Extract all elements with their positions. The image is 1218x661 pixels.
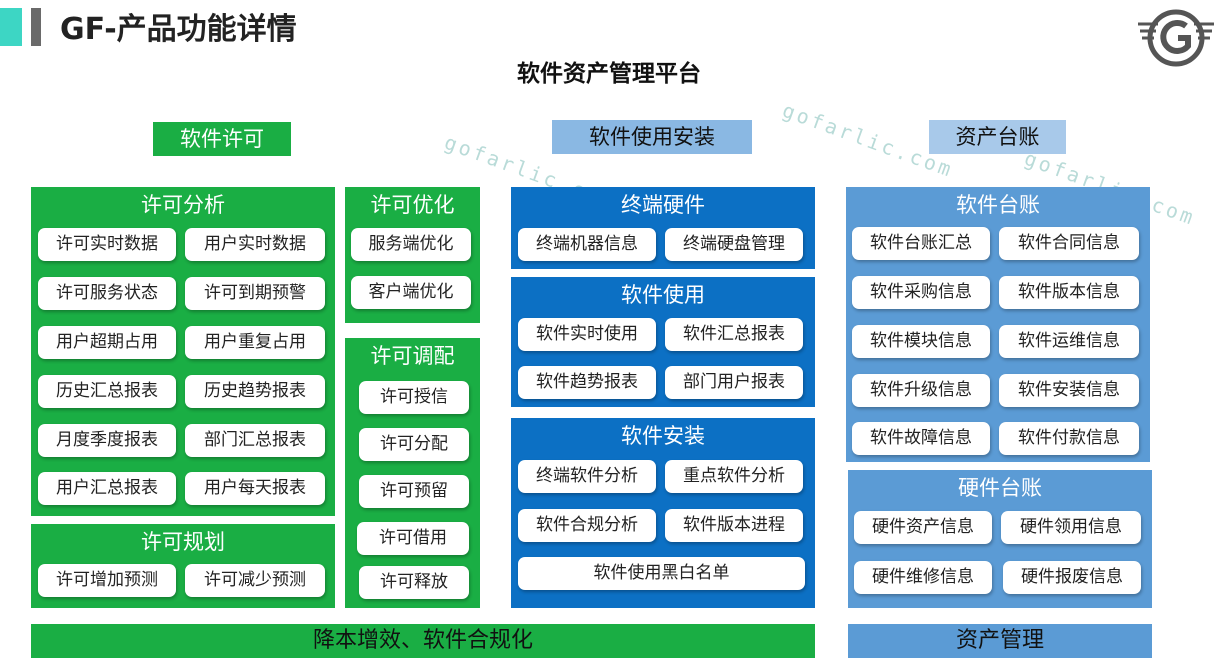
feature-item: 软件版本进程: [665, 509, 803, 542]
feature-item: 用户每天报表: [185, 472, 325, 505]
feature-item: 用户重复占用: [185, 326, 325, 359]
panel-title: 软件安装: [621, 424, 705, 448]
panel-title: 软件台账: [956, 193, 1040, 217]
column-header-license: 软件许可: [153, 122, 291, 156]
column-header-label: 资产台账: [955, 125, 1040, 149]
feature-item: 终端硬盘管理: [665, 228, 803, 261]
bottom-bar-cost-compliance: 降本增效、软件合规化: [31, 624, 815, 658]
panel-software-usage: 软件使用 软件实时使用 软件汇总报表 软件趋势报表 部门用户报表: [511, 277, 815, 407]
feature-item: 月度季度报表: [38, 424, 176, 457]
panel-software-ledger: 软件台账 软件台账汇总 软件合同信息 软件采购信息 软件版本信息 软件模块信息 …: [846, 187, 1150, 462]
panel-title: 硬件台账: [958, 476, 1042, 500]
feature-item: 软件合规分析: [518, 509, 656, 542]
feature-item: 软件模块信息: [852, 325, 990, 358]
feature-item: 许可预留: [359, 475, 469, 508]
panel-title: 许可规划: [141, 530, 225, 554]
feature-item: 软件付款信息: [999, 422, 1139, 455]
panel-title: 许可调配: [370, 344, 455, 368]
feature-item: 许可减少预测: [185, 564, 325, 597]
feature-item: 软件采购信息: [852, 276, 990, 309]
feature-item: 软件汇总报表: [665, 318, 803, 351]
feature-item: 许可分配: [359, 428, 469, 461]
feature-item: 硬件领用信息: [1001, 511, 1141, 544]
feature-item: 软件合同信息: [999, 227, 1139, 260]
feature-item: 历史汇总报表: [38, 375, 176, 408]
feature-item: 软件安装信息: [999, 374, 1139, 407]
panel-software-install: 软件安装 终端软件分析 重点软件分析 软件合规分析 软件版本进程 软件使用黑白名…: [511, 418, 815, 608]
column-header-label: 软件使用安装: [589, 125, 715, 149]
feature-item: 历史趋势报表: [185, 375, 325, 408]
feature-item: 许可授信: [359, 381, 469, 414]
feature-item: 用户汇总报表: [38, 472, 176, 505]
column-header-ledger: 资产台账: [929, 120, 1066, 154]
panel-license-planning: 许可规划 许可增加预测 许可减少预测: [31, 524, 335, 608]
bottom-bar-asset-management: 资产管理: [848, 624, 1152, 658]
column-header-usage: 软件使用安装: [552, 120, 752, 154]
feature-item: 许可服务状态: [38, 277, 176, 310]
feature-item: 软件台账汇总: [852, 227, 990, 260]
feature-item: 软件实时使用: [518, 318, 656, 351]
feature-item: 硬件报废信息: [1003, 561, 1141, 594]
feature-item: 许可实时数据: [38, 228, 176, 261]
feature-item: 软件使用黑白名单: [518, 557, 805, 590]
panel-title: 许可分析: [141, 193, 225, 217]
bottom-bar-label: 资产管理: [955, 628, 1044, 653]
feature-item: 软件趋势报表: [518, 366, 656, 399]
panel-title: 许可优化: [370, 193, 455, 217]
diagram-title: 软件资产管理平台: [517, 60, 701, 87]
column-header-label: 软件许可: [180, 127, 264, 151]
panel-license-analysis: 许可分析 许可实时数据 用户实时数据 许可服务状态 许可到期预警 用户超期占用 …: [31, 187, 335, 516]
title-accent-bar: [0, 8, 22, 46]
feature-item: 部门汇总报表: [185, 424, 325, 457]
panel-license-scheduling: 许可调配 许可授信 许可分配 许可预留 许可借用 许可释放: [345, 338, 480, 608]
gofarlic-logo-icon: [1138, 9, 1214, 67]
feature-item: 部门用户报表: [665, 366, 803, 399]
feature-item: 许可借用: [357, 522, 469, 555]
title-accent-bar-gray: [31, 8, 41, 46]
panel-title: 软件使用: [621, 283, 705, 307]
bottom-bar-label: 降本增效、软件合规化: [312, 628, 533, 653]
page-title: GF-产品功能详情: [60, 12, 297, 47]
feature-item: 终端软件分析: [518, 460, 656, 493]
panel-license-optimization: 许可优化 服务端优化 客户端优化: [345, 187, 480, 323]
panel-terminal-hardware: 终端硬件 终端机器信息 终端硬盘管理: [511, 187, 815, 269]
feature-item: 重点软件分析: [665, 460, 803, 493]
feature-item: 软件升级信息: [852, 374, 990, 407]
feature-item: 客户端优化: [351, 276, 471, 309]
panel-title: 终端硬件: [621, 193, 705, 217]
feature-item: 硬件维修信息: [854, 561, 992, 594]
feature-item: 用户实时数据: [185, 228, 325, 261]
feature-item: 终端机器信息: [518, 228, 656, 261]
panel-hardware-ledger: 硬件台账 硬件资产信息 硬件领用信息 硬件维修信息 硬件报废信息: [848, 470, 1152, 608]
feature-item: 许可增加预测: [38, 564, 176, 597]
feature-item: 硬件资产信息: [854, 511, 992, 544]
feature-item: 软件版本信息: [999, 276, 1139, 309]
feature-item: 许可释放: [359, 566, 469, 599]
feature-item: 软件运维信息: [999, 325, 1139, 358]
feature-item: 用户超期占用: [38, 326, 176, 359]
feature-item: 许可到期预警: [185, 277, 325, 310]
feature-item: 服务端优化: [351, 228, 471, 261]
feature-item: 软件故障信息: [852, 422, 990, 455]
